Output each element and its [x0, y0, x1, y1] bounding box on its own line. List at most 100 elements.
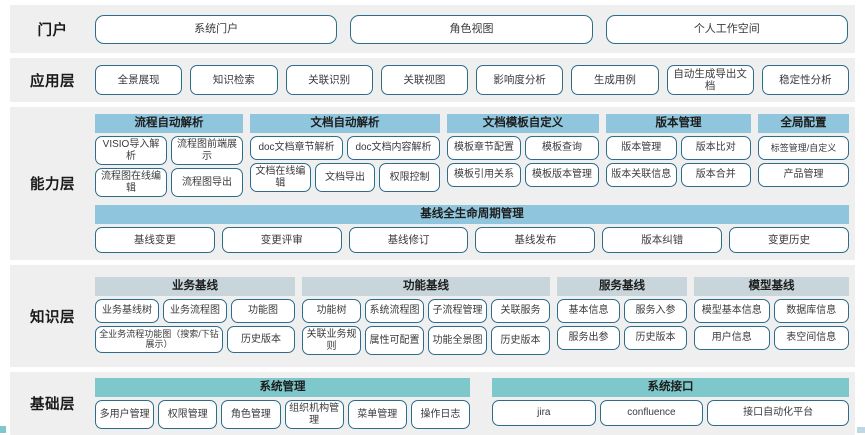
- knowledge-button-database-info[interactable]: 数据库信息: [773, 299, 849, 324]
- app-button-relation-view[interactable]: 关联视图: [380, 64, 468, 96]
- knowledge-group-columns: 业务基线 业务基线树 业务流程图 功能图 全业务流程功能图（搜索/下钻展示） 历…: [95, 276, 849, 356]
- ability-button-template-query[interactable]: 模板查询: [525, 136, 599, 160]
- bottom-right-accent: [857, 427, 865, 433]
- knowledge-group-business-baseline: 业务基线 业务基线树 业务流程图 功能图 全业务流程功能图（搜索/下钻展示） 历…: [95, 276, 295, 355]
- app-button-panorama[interactable]: 全景展现: [95, 64, 183, 96]
- button-row: 多用户管理 权限管理 角色管理 组织机构管理 菜单管理 操作日志: [95, 400, 471, 430]
- baseline-lifecycle-title: 基线全生命周期管理: [95, 205, 849, 225]
- portal-button-personal-workspace[interactable]: 个人工作空间: [605, 14, 848, 44]
- ability-button-doc-chapter-parse[interactable]: doc文档章节解析: [250, 136, 343, 160]
- base-button-confluence[interactable]: confluence: [599, 400, 704, 427]
- ability-group-title-doc-template: 文档模板自定义: [447, 113, 599, 133]
- knowledge-button-related-service[interactable]: 关联服务: [491, 299, 550, 324]
- knowledge-group-title-business-baseline: 业务基线: [95, 276, 295, 297]
- layer-body-portal: 系统门户 角色视图 个人工作空间: [95, 5, 855, 53]
- base-button-permission-mgmt[interactable]: 权限管理: [158, 400, 218, 430]
- ability-button-version-merge[interactable]: 版本合并: [680, 163, 751, 187]
- base-button-jira[interactable]: jira: [492, 400, 596, 427]
- button-row: 全业务流程功能图（搜索/下钻展示） 历史版本: [95, 326, 295, 353]
- ability-button-template-chapter-config[interactable]: 模板章节配置: [447, 136, 521, 160]
- ability-group-columns: 流程自动解析 VISIO导入解析 流程图前端展示 流程图在线编辑 流程图导出 文…: [95, 113, 849, 197]
- button-row: 功能树 系统流程图 子流程管理 关联服务: [302, 299, 550, 324]
- knowledge-button-service-input-param[interactable]: 服务入参: [624, 299, 687, 324]
- ability-group-doc-parse: 文档自动解析 doc文档章节解析 doc文档内容解析 文档在线编辑 文档导出 权…: [250, 113, 441, 197]
- knowledge-button-attribute-configurable[interactable]: 属性可配置: [365, 326, 424, 356]
- knowledge-button-user-info[interactable]: 用户信息: [694, 326, 770, 351]
- button-row: 用户信息 表空间信息: [694, 326, 849, 351]
- knowledge-button-related-business-rules[interactable]: 关联业务规则: [302, 326, 361, 356]
- app-button-impact-analysis[interactable]: 影响度分析: [476, 64, 564, 96]
- ability-button-version-management[interactable]: 版本管理: [606, 136, 677, 160]
- ability-button-flowchart-export[interactable]: 流程图导出: [171, 168, 243, 197]
- layer-row-application: 应用层 全景展现 知识检索 关联识别 关联视图 影响度分析 生成用例 自动生成导…: [10, 58, 855, 102]
- ability-button-doc-content-parse[interactable]: doc文档内容解析: [347, 136, 440, 160]
- app-button-generate-usecase[interactable]: 生成用例: [571, 64, 659, 96]
- ability-button-flowchart-online-edit[interactable]: 流程图在线编辑: [95, 168, 167, 197]
- ability-button-doc-online-edit[interactable]: 文档在线编辑: [250, 163, 311, 192]
- base-button-operation-log[interactable]: 操作日志: [410, 400, 471, 430]
- button-row: 文档在线编辑 文档导出 权限控制: [250, 163, 441, 192]
- lifecycle-button-change-review[interactable]: 变更评审: [221, 227, 342, 254]
- lifecycle-button-baseline-revision[interactable]: 基线修订: [348, 227, 469, 254]
- lifecycle-button-change-history[interactable]: 变更历史: [729, 227, 849, 254]
- lifecycle-button-version-correction[interactable]: 版本纠错: [602, 227, 723, 254]
- knowledge-button-basic-info[interactable]: 基本信息: [557, 299, 620, 324]
- baseline-lifecycle-band: 基线全生命周期管理 基线变更 变更评审 基线修订 基线发布 版本纠错 变更历史: [95, 205, 849, 254]
- base-button-multi-user-mgmt[interactable]: 多用户管理: [95, 400, 155, 430]
- knowledge-button-tablespace-info[interactable]: 表空间信息: [773, 326, 849, 351]
- knowledge-button-function-chart[interactable]: 功能图: [231, 299, 295, 324]
- layer-row-base: 基础层 系统管理 多用户管理 权限管理 角色管理 组织机构管理 菜单管理 操作日…: [10, 372, 855, 435]
- ability-group-rows-doc-parse: doc文档章节解析 doc文档内容解析 文档在线编辑 文档导出 权限控制: [250, 136, 441, 192]
- knowledge-group-function-baseline: 功能基线 功能树 系统流程图 子流程管理 关联服务 关联业务规则 属性可配置 功…: [302, 276, 550, 356]
- layer-body-ability: 流程自动解析 VISIO导入解析 流程图前端展示 流程图在线编辑 流程图导出 文…: [95, 107, 855, 260]
- button-row: 标签管理/自定义: [758, 136, 849, 160]
- knowledge-button-business-flowchart[interactable]: 业务流程图: [163, 299, 227, 324]
- ability-button-version-compare[interactable]: 版本比对: [680, 136, 751, 160]
- knowledge-button-system-flowchart[interactable]: 系统流程图: [365, 299, 424, 324]
- ability-button-product-management[interactable]: 产品管理: [758, 163, 849, 187]
- base-button-interface-automation-platform[interactable]: 接口自动化平台: [707, 400, 850, 427]
- ability-button-flowchart-frontend-display[interactable]: 流程图前端展示: [171, 136, 243, 165]
- app-button-auto-export-doc[interactable]: 自动生成导出文档: [666, 64, 754, 96]
- knowledge-button-model-basic-info[interactable]: 模型基本信息: [694, 299, 770, 324]
- knowledge-button-history-version-business[interactable]: 历史版本: [227, 326, 295, 353]
- app-button-knowledge-search[interactable]: 知识检索: [190, 64, 278, 96]
- knowledge-group-rows-model-baseline: 模型基本信息 数据库信息 用户信息 表空间信息: [694, 299, 849, 351]
- layer-body-application: 全景展现 知识检索 关联识别 关联视图 影响度分析 生成用例 自动生成导出文档 …: [95, 58, 855, 102]
- knowledge-button-all-business-process-function-chart[interactable]: 全业务流程功能图（搜索/下钻展示）: [95, 326, 223, 353]
- ability-button-permission-control[interactable]: 权限控制: [379, 163, 441, 192]
- ability-button-doc-export[interactable]: 文档导出: [314, 163, 376, 192]
- ability-group-rows-doc-template: 模板章节配置 模板查询 模板引用关系 模板版本管理: [447, 136, 599, 187]
- knowledge-button-business-baseline-tree[interactable]: 业务基线树: [95, 299, 159, 324]
- knowledge-button-history-version-service[interactable]: 历史版本: [624, 326, 687, 351]
- ability-button-template-version-mgmt[interactable]: 模板版本管理: [525, 163, 599, 187]
- base-button-org-structure-mgmt[interactable]: 组织机构管理: [284, 400, 344, 430]
- knowledge-button-service-output-param[interactable]: 服务出参: [557, 326, 620, 351]
- layer-row-ability: 能力层 流程自动解析 VISIO导入解析 流程图前端展示 流程图在线编辑 流程图…: [10, 107, 855, 260]
- button-row: 模板引用关系 模板版本管理: [447, 163, 599, 187]
- knowledge-button-history-version-function[interactable]: 历史版本: [491, 326, 550, 356]
- ability-button-tag-management-custom[interactable]: 标签管理/自定义: [758, 136, 849, 160]
- base-group-system-interface: 系统接口 jira confluence 接口自动化平台: [492, 377, 850, 429]
- portal-button-strip: 系统门户 角色视图 个人工作空间: [95, 14, 848, 44]
- button-row: jira confluence 接口自动化平台: [492, 400, 850, 427]
- app-button-relation-recognition[interactable]: 关联识别: [285, 64, 373, 96]
- portal-button-role-view[interactable]: 角色视图: [350, 14, 593, 44]
- knowledge-group-rows-service-baseline: 基本信息 服务入参 服务出参 历史版本: [557, 299, 687, 351]
- button-row: 服务出参 历史版本: [557, 326, 687, 351]
- button-row: 模板章节配置 模板查询: [447, 136, 599, 160]
- knowledge-button-function-panorama[interactable]: 功能全景图: [428, 326, 487, 356]
- lifecycle-button-baseline-release[interactable]: 基线发布: [475, 227, 596, 254]
- base-button-role-mgmt[interactable]: 角色管理: [221, 400, 281, 430]
- ability-button-version-relation-info[interactable]: 版本关联信息: [606, 163, 677, 187]
- lifecycle-button-baseline-change[interactable]: 基线变更: [95, 227, 215, 254]
- application-button-strip: 全景展现 知识检索 关联识别 关联视图 影响度分析 生成用例 自动生成导出文档 …: [95, 64, 849, 96]
- app-button-stability-analysis[interactable]: 稳定性分析: [761, 64, 849, 96]
- base-button-menu-mgmt[interactable]: 菜单管理: [347, 400, 407, 430]
- portal-button-system-portal[interactable]: 系统门户: [95, 14, 338, 44]
- layer-label-ability: 能力层: [30, 177, 75, 193]
- knowledge-button-function-tree[interactable]: 功能树: [302, 299, 361, 324]
- knowledge-button-subprocess-mgmt[interactable]: 子流程管理: [428, 299, 487, 324]
- ability-button-visio-import-parse[interactable]: VISIO导入解析: [95, 136, 167, 165]
- ability-button-template-reference-relation[interactable]: 模板引用关系: [447, 163, 521, 187]
